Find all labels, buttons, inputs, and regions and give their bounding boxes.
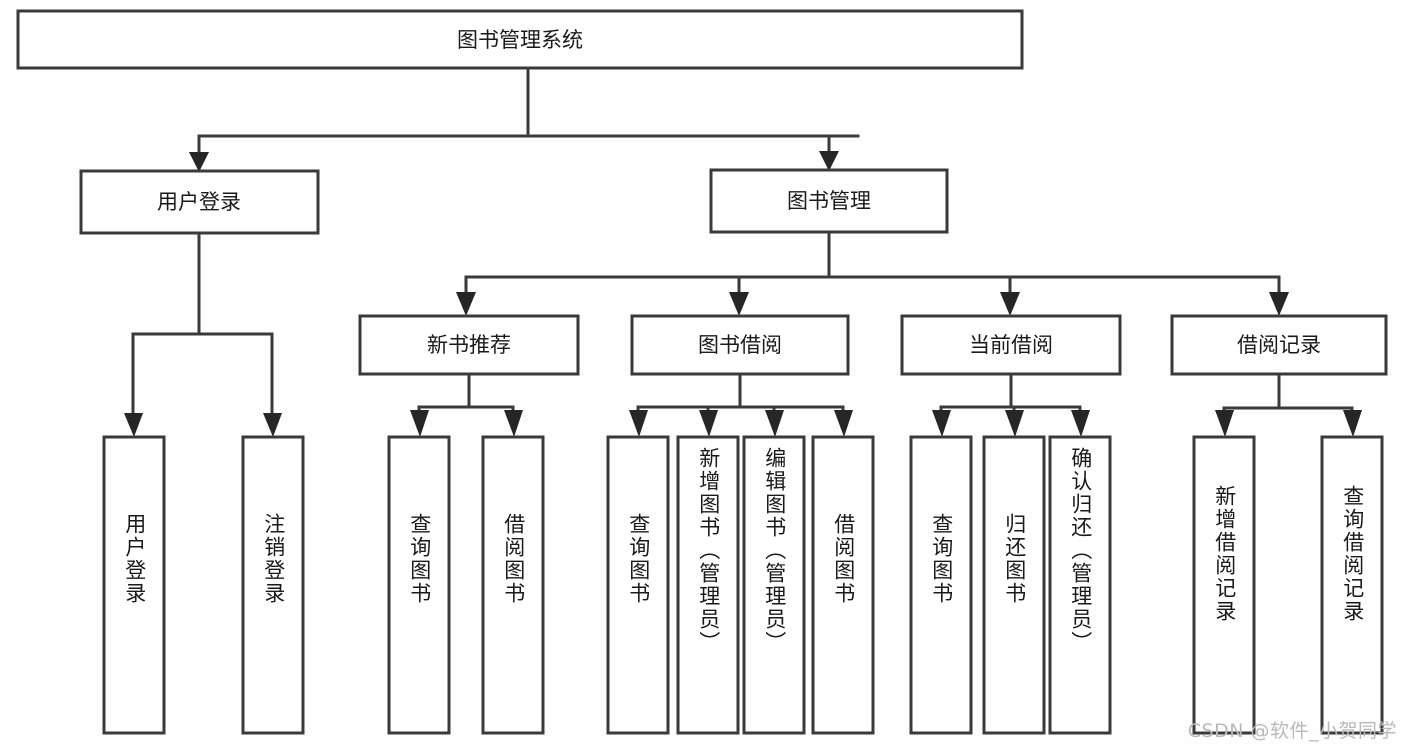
connector-borrow-record-to-leaves [1222,374,1354,418]
node-root-label: 图书管理系统 [457,28,583,52]
node-user-login-label: 用户登录 [157,190,241,214]
arrow-to-book-manage [819,151,839,171]
node-borrow-record[interactable]: 借阅记录 [1170,314,1388,376]
leaf-query-book-borrow[interactable] [606,435,670,735]
node-book-borrow[interactable]: 图书借阅 [630,314,850,376]
arrow-to-current-borrow [1000,292,1020,316]
leaf-add-record[interactable] [1192,435,1256,735]
connector-new-book-recommend-to-leaves [417,372,515,418]
node-new-book-recommend[interactable]: 新书推荐 [358,314,580,376]
arrow-to-user-login [189,152,209,172]
arrow-to-leaf-return-book [1005,410,1024,437]
arrow-to-leaf-borrow-book-rec [504,410,523,437]
arrow-to-leaf-query-book-borrow [629,410,648,437]
node-current-borrow-label: 当前借阅 [969,333,1053,357]
arrow-to-leaf-query-record [1343,410,1362,437]
node-book-manage-label: 图书管理 [787,189,871,213]
leaf-add-book[interactable] [676,435,740,735]
leaf-user-login[interactable] [102,435,166,735]
arrow-to-new-book-recommend [456,292,476,316]
leaf-borrow-book-rec[interactable] [481,435,545,735]
connector-current-borrow-to-leaves [939,372,1082,418]
leaf-borrow-book[interactable] [811,435,875,735]
node-new-book-recommend-label: 新书推荐 [427,333,511,357]
leaf-query-book-cur[interactable] [909,435,973,735]
arrow-to-leaf-user-login [124,413,143,437]
arrow-to-leaf-add-book [699,410,718,437]
leaf-query-book-rec[interactable] [387,435,451,735]
node-current-borrow[interactable]: 当前借阅 [900,314,1122,376]
node-borrow-record-label: 借阅记录 [1237,333,1321,357]
arrow-to-book-borrow [729,292,749,316]
arrow-to-leaf-query-book-cur [932,410,951,437]
node-root[interactable]: 图书管理系统 [16,9,1024,70]
arrow-to-leaf-user-logout [263,413,282,437]
arrow-to-leaf-borrow-book [834,410,853,437]
leaf-edit-book[interactable] [742,435,806,735]
arrow-to-leaf-edit-book [765,410,784,437]
leaf-user-logout[interactable] [241,435,305,735]
node-user-login[interactable]: 用户登录 [79,169,320,235]
arrow-to-leaf-confirm-return [1071,410,1090,437]
connector-user-login-to-leaves [131,231,274,422]
node-book-borrow-label: 图书借阅 [698,333,782,357]
arrow-to-leaf-add-record [1215,410,1234,437]
arrow-to-borrow-record [1269,292,1289,316]
connector-root-to-level2 [197,66,860,160]
csdn-watermark: CSDN @软件_小贺同学 [1187,720,1397,742]
leaf-return-book[interactable] [982,435,1046,735]
node-book-manage[interactable]: 图书管理 [709,168,949,234]
leaf-query-record[interactable] [1320,435,1384,735]
connector-book-manage-to-level3 [464,230,1281,302]
leaf-confirm-return[interactable] [1048,435,1112,735]
arrow-to-leaf-query-book-rec [410,410,429,437]
connector-book-borrow-to-leaves [636,372,845,418]
